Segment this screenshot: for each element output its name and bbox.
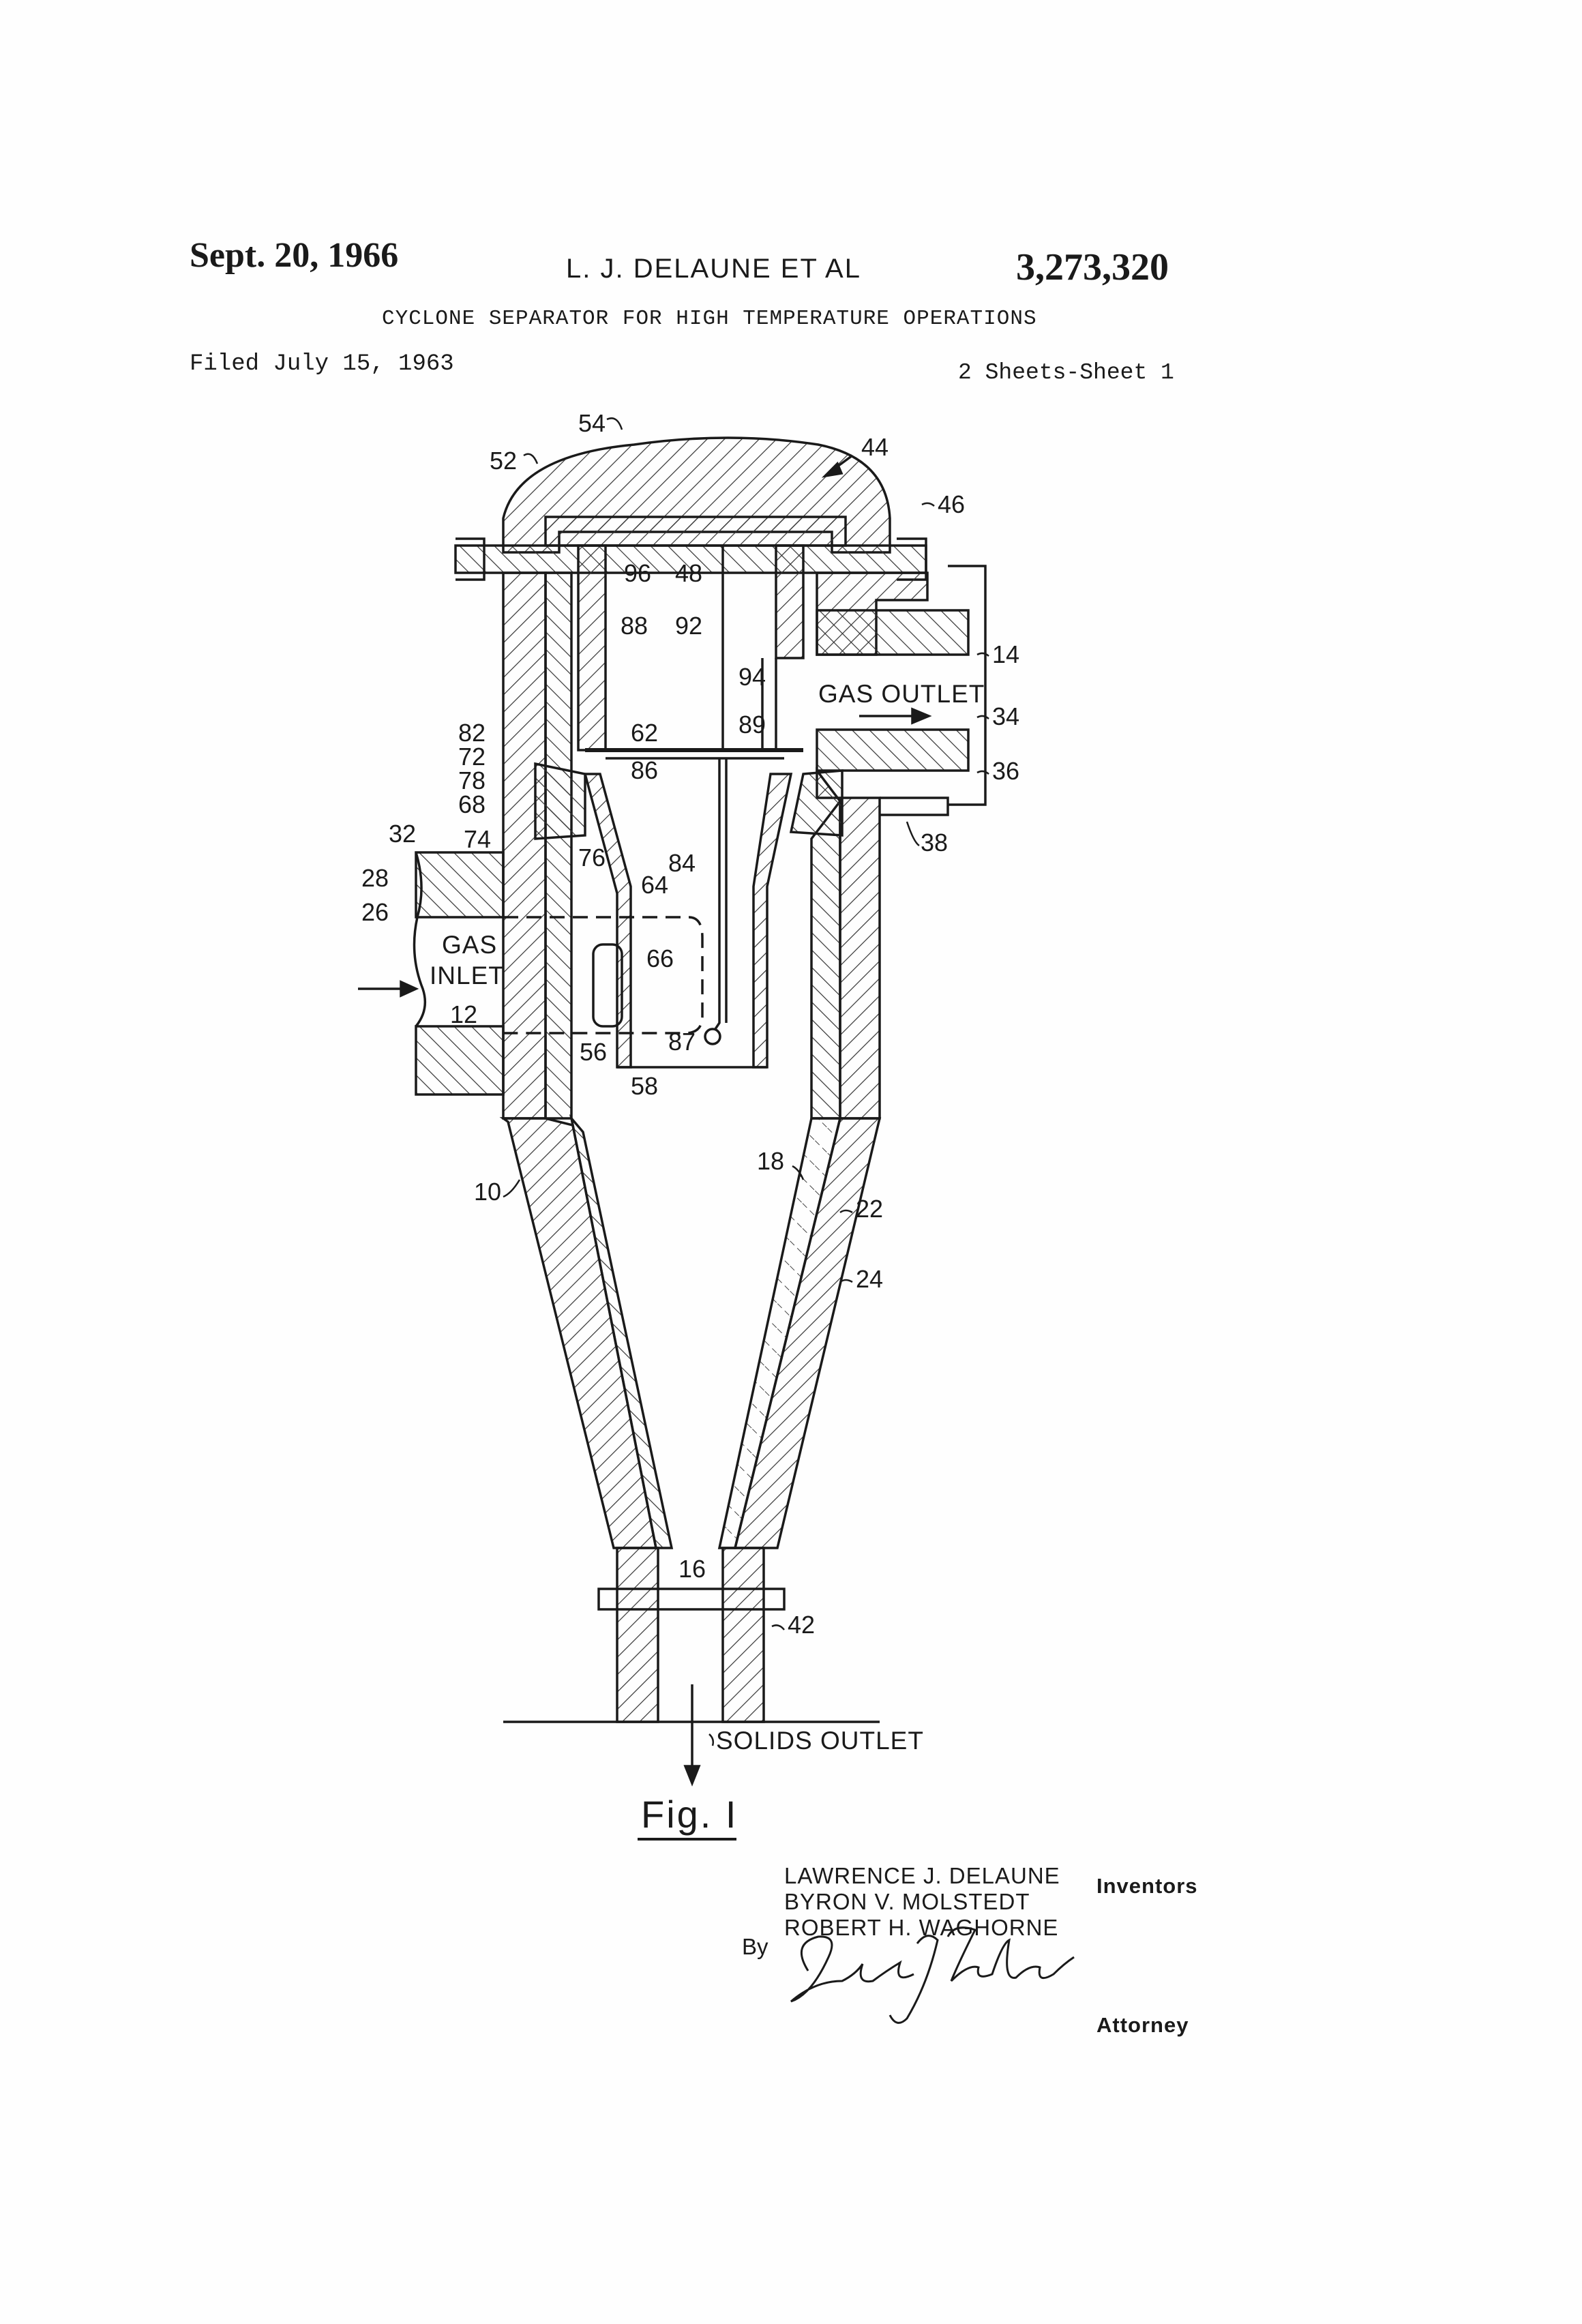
- outlet-tube-right-wall: [776, 546, 803, 658]
- ref-96: 96: [624, 559, 651, 587]
- inventor-name-2: BYRON V. MOLSTEDT: [784, 1889, 1030, 1915]
- ref-68: 68: [458, 790, 486, 818]
- ref-58: 58: [631, 1072, 658, 1100]
- ref-38: 38: [921, 829, 948, 856]
- ref-48: 48: [675, 559, 702, 587]
- ref-22: 22: [856, 1195, 883, 1223]
- ref-34: 34: [992, 702, 1019, 730]
- ref-86: 86: [631, 756, 658, 784]
- left-lining-upper: [546, 573, 571, 1118]
- ref-74: 74: [464, 825, 491, 853]
- ref-66: 66: [646, 944, 674, 972]
- ref-36: 36: [992, 757, 1019, 785]
- right-flange-38: [880, 798, 948, 815]
- ref-92: 92: [675, 612, 702, 640]
- gas-inlet-label-1: GAS: [442, 931, 497, 959]
- ref-12: 12: [450, 1000, 477, 1028]
- ref-52: 52: [490, 447, 517, 475]
- ref-54: 54: [578, 409, 606, 437]
- vortex-finder-left: [585, 774, 631, 1067]
- inventor-name-1: LAWRENCE J. DELAUNE: [784, 1863, 1060, 1889]
- outlet-tube-left-wall: [578, 546, 606, 750]
- rod-84: [713, 758, 719, 1033]
- ref-28: 28: [361, 864, 389, 892]
- ref-24: 24: [856, 1265, 883, 1293]
- ref-84: 84: [668, 849, 696, 877]
- vortex-finder-right: [753, 774, 791, 1067]
- gas-inlet-duct-bottom: [416, 1026, 503, 1094]
- gas-inlet-duct-top: [416, 852, 503, 917]
- ref-76: 76: [578, 844, 606, 872]
- ref-62: 62: [631, 719, 658, 747]
- ref-56: 56: [580, 1038, 607, 1066]
- ref-14: 14: [992, 640, 1019, 668]
- seat-ring-left: [535, 764, 585, 839]
- ref-94: 94: [738, 663, 766, 691]
- ref-64: 64: [641, 871, 668, 899]
- attorney-label: Attorney: [1096, 2013, 1189, 2038]
- gas-outlet-duct-top: [817, 610, 968, 655]
- solids-arrow-head: [685, 1766, 699, 1783]
- solids-pipe-right: [723, 1548, 764, 1722]
- left-wall-upper: [503, 573, 546, 1118]
- right-lining-mid: [811, 801, 840, 1118]
- by-label: By: [742, 1934, 768, 1960]
- inner-plate-48: [546, 517, 846, 546]
- rod-tip-87: [705, 1029, 720, 1044]
- inventors-label: Inventors: [1096, 1874, 1198, 1898]
- gas-outlet-duct-bottom: [817, 730, 968, 771]
- inlet-arrow-head: [401, 982, 416, 996]
- inventor-name-3: ROBERT H. WAGHORNE: [784, 1915, 1058, 1941]
- ref-88: 88: [621, 612, 648, 640]
- solids-outlet-label: SOLIDS OUTLET: [716, 1727, 924, 1755]
- ref-89: 89: [738, 711, 766, 739]
- gas-outlet-label: GAS OUTLET: [818, 680, 985, 708]
- seat-ring-right: [791, 771, 842, 835]
- ref-87: 87: [668, 1028, 696, 1056]
- ref-18: 18: [757, 1147, 784, 1175]
- figure-caption: Fig. I: [641, 1793, 738, 1836]
- solids-pipe-left: [617, 1548, 658, 1722]
- ref-32: 32: [389, 820, 416, 848]
- ref-26: 26: [361, 898, 389, 926]
- gas-inlet-label-2: INLET: [430, 962, 505, 989]
- ref-44: 44: [861, 433, 889, 461]
- attorney-signature: [791, 1928, 1074, 2023]
- cone-left-outer: [503, 1118, 656, 1548]
- ref-42: 42: [788, 1611, 815, 1639]
- outlet-arrow-head: [912, 709, 929, 723]
- ref-46: 46: [938, 490, 965, 518]
- ref-16: 16: [678, 1555, 706, 1583]
- ref-10: 10: [474, 1178, 501, 1206]
